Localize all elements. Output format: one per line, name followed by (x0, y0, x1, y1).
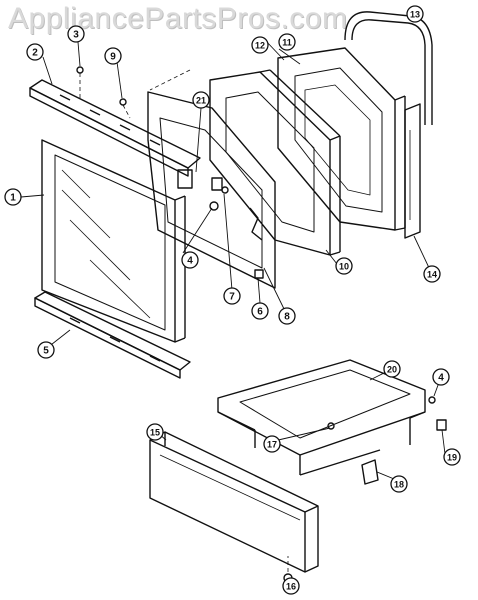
watermark-text: AppliancePartsPros.com (8, 2, 348, 35)
callout-circle (383, 360, 401, 378)
screw-4 (428, 396, 436, 404)
callout-c6: 6 (251, 302, 269, 320)
callout-c11: 11 (278, 33, 296, 51)
callout-circle (282, 577, 300, 595)
callout-c5: 5 (37, 341, 55, 359)
callout-c2: 2 (26, 43, 44, 61)
callout-circle (335, 257, 353, 275)
callout-c20: 20 (383, 360, 401, 378)
callout-number: 15 (150, 428, 160, 438)
callout-c9: 9 (104, 47, 122, 65)
callout-circle (104, 47, 122, 65)
callout-c10: 10 (335, 257, 353, 275)
screw-3 (76, 66, 84, 74)
drawer-clip (436, 419, 447, 431)
callout-number: 2 (32, 48, 38, 59)
callout-circle (278, 33, 296, 51)
callout-circle (67, 25, 85, 43)
callout-c7: 7 (223, 287, 241, 305)
callout-circle (443, 448, 461, 466)
screw-17 (327, 422, 335, 430)
callout-c3: 3 (67, 25, 85, 43)
inner-door-liner (147, 91, 276, 289)
callout-number: 19 (447, 453, 457, 463)
callout-circle (37, 341, 55, 359)
callout-c12: 12 (251, 36, 269, 54)
callout-number: 11 (282, 38, 292, 48)
callout-circle (4, 188, 22, 206)
callout-number: 16 (286, 582, 296, 592)
callout-circle (26, 43, 44, 61)
callout-circle (278, 307, 296, 325)
callout-circle (406, 5, 424, 23)
door-bottom-trim (34, 291, 191, 379)
callout-number: 5 (43, 346, 49, 357)
callout-c8: 8 (278, 307, 296, 325)
screw-9 (119, 98, 127, 106)
callout-number: 7 (229, 292, 235, 303)
alignment-lines (79, 69, 289, 572)
callout-number: 8 (284, 312, 290, 323)
callout-c17: 17 (263, 435, 281, 453)
callout-number: 6 (257, 307, 263, 318)
door-side-rail (404, 103, 421, 239)
drawer-front-panel (149, 431, 319, 573)
callout-number: 14 (427, 270, 437, 280)
callout-number: 17 (267, 440, 277, 450)
callout-circle (223, 287, 241, 305)
callout-number: 10 (339, 262, 349, 272)
callout-c4b: 4 (432, 368, 450, 386)
callout-circle (251, 302, 269, 320)
callout-c1: 1 (4, 188, 22, 206)
callout-circle (390, 475, 408, 493)
callout-circle (251, 36, 269, 54)
callout-number: 18 (394, 480, 404, 490)
callout-c18: 18 (390, 475, 408, 493)
callout-c19: 19 (443, 448, 461, 466)
callout-circle (192, 91, 210, 109)
callout-circle (423, 265, 441, 283)
callout-number: 3 (73, 30, 79, 41)
callout-number: 12 (255, 41, 265, 51)
inner-door-frame (277, 47, 406, 231)
drawer-body (217, 359, 426, 485)
callout-circle (181, 251, 199, 269)
callout-circle (432, 368, 450, 386)
callout-c15: 15 (146, 423, 164, 441)
callout-circle (263, 435, 281, 453)
callout-number: 1 (10, 193, 16, 204)
callout-number: 21 (196, 96, 206, 106)
callout-number: 20 (387, 365, 397, 375)
callout-number: 4 (438, 373, 444, 384)
callout-number: 4 (187, 256, 193, 267)
callout-c14: 14 (423, 265, 441, 283)
callout-number: 9 (110, 52, 116, 63)
callout-c4a: 4 (181, 251, 199, 269)
callout-c13: 13 (406, 5, 424, 23)
door-top-trim (29, 79, 201, 177)
callout-number: 13 (410, 10, 420, 20)
callout-circle (146, 423, 164, 441)
callout-c21: 21 (192, 91, 210, 109)
callout-c16: 16 (282, 577, 300, 595)
